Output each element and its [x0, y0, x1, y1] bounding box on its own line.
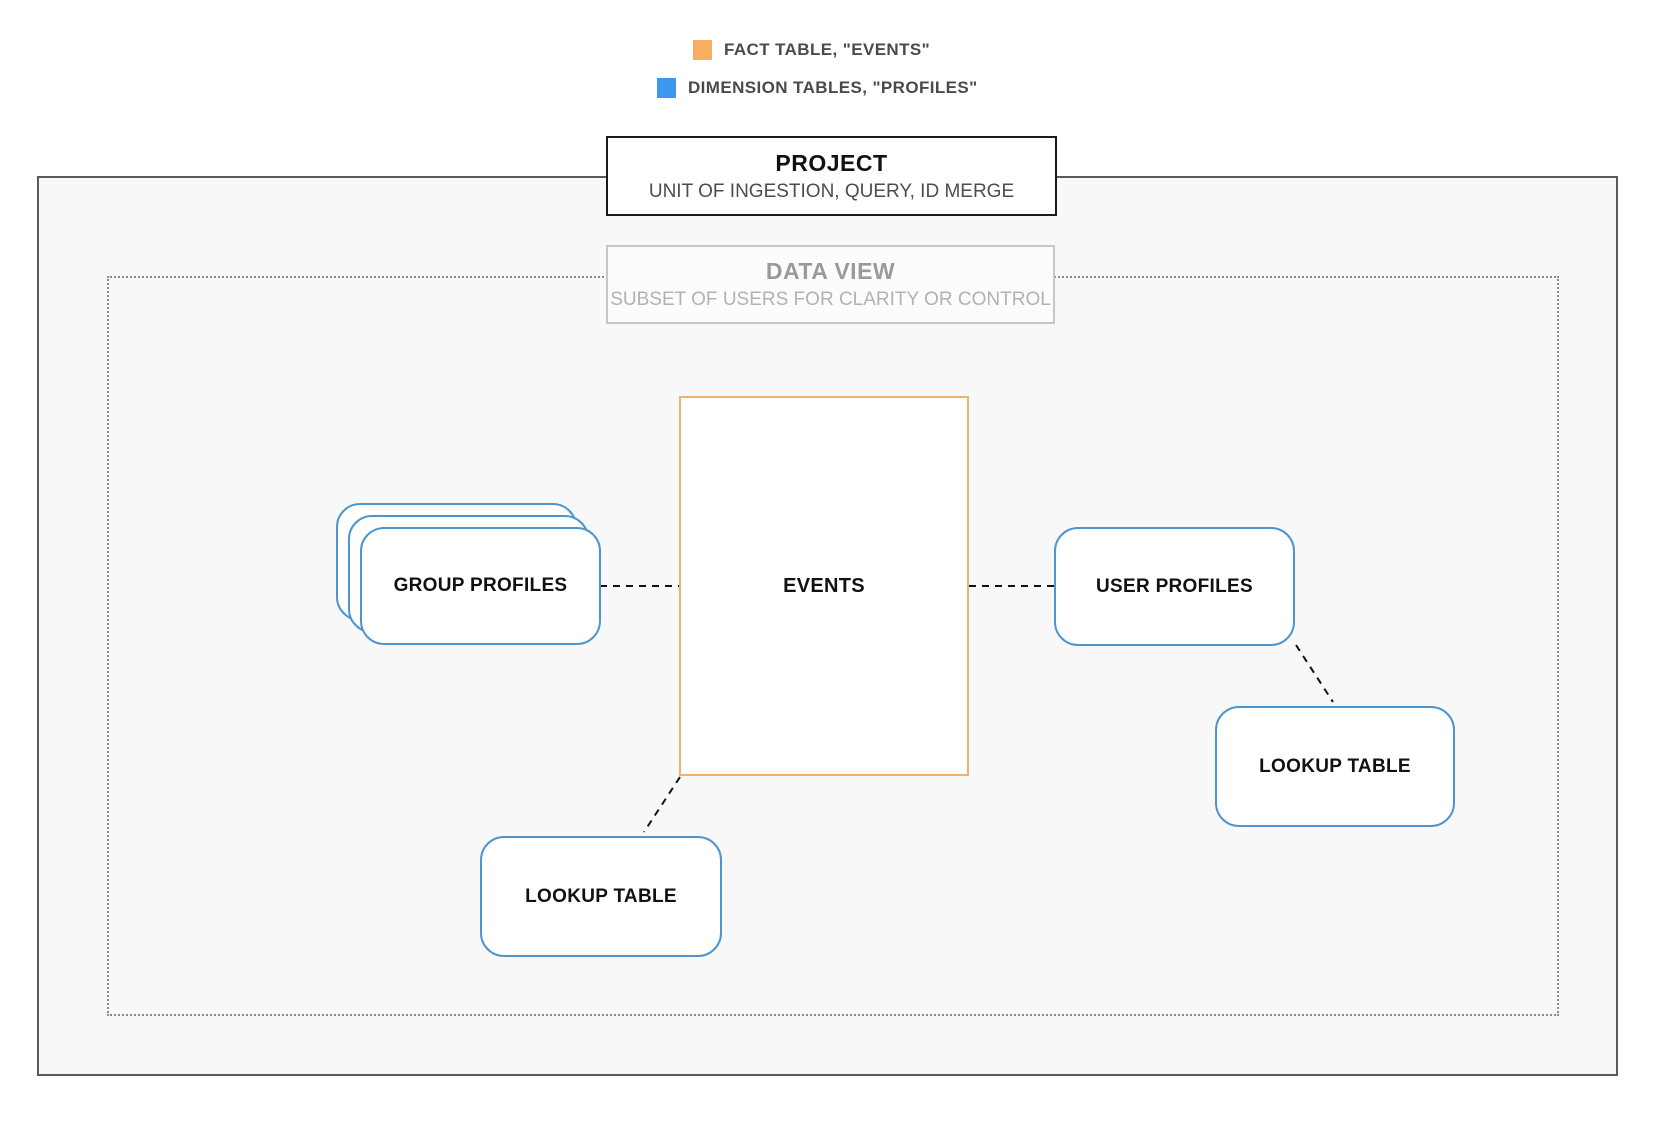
data-view-header-box: DATA VIEW SUBSET OF USERS FOR CLARITY OR…	[606, 245, 1055, 324]
data-view-title: DATA VIEW	[765, 258, 896, 284]
fact-table-color-swatch-icon	[693, 40, 712, 60]
node-user-profiles: USER PROFILES	[1054, 527, 1295, 646]
node-lookup-table-right: LOOKUP TABLE	[1215, 706, 1455, 827]
legend-item-dimension-tables: DIMENSION TABLES, "PROFILES"	[657, 76, 978, 100]
node-lookup-table-bottom: LOOKUP TABLE	[480, 836, 722, 957]
node-group-profiles: GROUP PROFILES	[360, 527, 601, 645]
lookup-table-right-label: LOOKUP TABLE	[1259, 755, 1411, 777]
data-view-subtitle: SUBSET OF USERS FOR CLARITY OR CONTROL	[610, 289, 1051, 310]
legend-label-dimension-tables: DIMENSION TABLES, "PROFILES"	[688, 78, 978, 97]
node-events-fact-table: EVENTS	[679, 396, 969, 776]
user-profiles-label: USER PROFILES	[1096, 575, 1253, 597]
lookup-table-bottom-label: LOOKUP TABLE	[525, 885, 677, 907]
group-profiles-label: GROUP PROFILES	[393, 575, 568, 596]
project-subtitle: UNIT OF INGESTION, QUERY, ID MERGE	[648, 180, 1015, 202]
legend-item-fact-table: FACT TABLE, "EVENTS"	[693, 38, 930, 62]
dimension-tables-color-swatch-icon	[657, 78, 676, 98]
project-header-box: PROJECT UNIT OF INGESTION, QUERY, ID MER…	[606, 136, 1057, 216]
events-label: EVENTS	[783, 574, 865, 597]
project-title: PROJECT	[775, 149, 888, 176]
legend-label-fact-table: FACT TABLE, "EVENTS"	[724, 40, 931, 59]
